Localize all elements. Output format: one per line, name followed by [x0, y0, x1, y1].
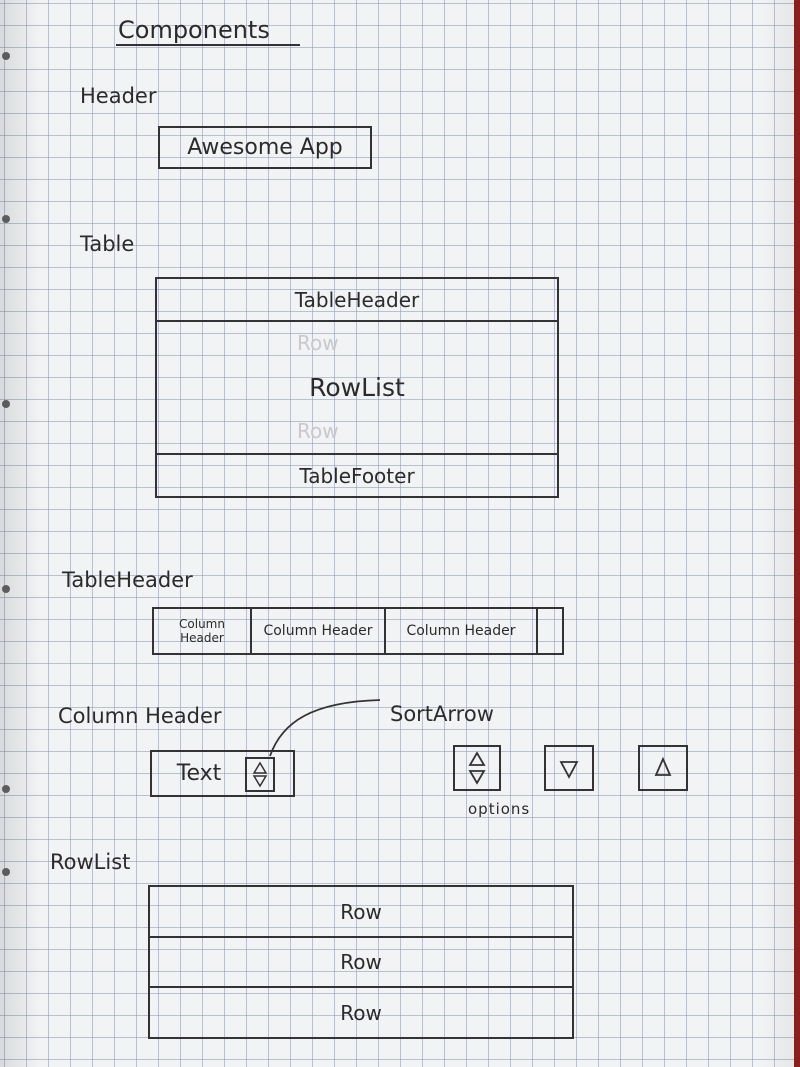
table-footer-divider — [157, 453, 557, 455]
row-item: Row — [340, 950, 382, 974]
column-header-section-label: Column Header — [58, 704, 222, 728]
sort-option-both — [453, 745, 501, 791]
app-title: Awesome App — [187, 135, 343, 160]
column-divider — [250, 609, 252, 653]
binding-hole — [2, 400, 10, 408]
header-section-label: Header — [80, 84, 157, 108]
row-item: Row — [340, 900, 382, 924]
column-divider — [384, 609, 386, 653]
row-list-section-label: RowList — [50, 850, 131, 874]
table-component-box: TableHeader Row RowList Row TableFooter — [155, 277, 559, 498]
row-divider — [150, 936, 572, 938]
title-underline — [116, 44, 300, 46]
binding-hole — [2, 52, 10, 60]
column-header-component-box: Text — [150, 750, 295, 797]
sort-arrow-label: SortArrow — [390, 702, 494, 726]
erased-row-ghost: Row — [297, 419, 339, 443]
binding-hole — [2, 785, 10, 793]
binding-hole — [2, 868, 10, 876]
sort-up-icon — [654, 756, 672, 776]
sort-option-ascending — [638, 745, 688, 791]
binding-hole — [2, 585, 10, 593]
table-footer-region: TableFooter — [299, 463, 415, 488]
table-header-component-box: Column Header Column Header Column Heade… — [152, 607, 564, 655]
row-list-region: RowList — [309, 373, 405, 402]
row-list-component-box: Row Row Row — [148, 885, 574, 1039]
sort-both-icon — [252, 761, 268, 788]
connector-curve — [269, 699, 381, 757]
column-divider — [536, 609, 538, 653]
options-caption: options — [468, 800, 531, 818]
table-header-region: TableHeader — [294, 288, 420, 312]
column-header-cell: Column Header — [263, 623, 373, 639]
row-divider — [150, 986, 572, 988]
table-section-label: Table — [80, 232, 135, 256]
table-header-section-label: TableHeader — [62, 568, 193, 592]
page-title: Components — [118, 16, 270, 44]
sort-option-descending — [544, 745, 594, 791]
column-header-text: Text — [176, 761, 222, 786]
column-header-cell: Column Header — [179, 617, 225, 645]
row-item: Row — [340, 1000, 382, 1025]
header-component-box: Awesome App — [158, 126, 372, 169]
sort-arrow-box — [245, 757, 275, 792]
sort-down-icon — [559, 761, 579, 779]
erased-row-ghost: Row — [297, 331, 339, 355]
binding-hole — [2, 215, 10, 223]
sort-both-icon — [468, 751, 486, 785]
column-header-cell: Column Header — [406, 623, 516, 639]
table-header-divider — [157, 320, 557, 322]
notebook-edge — [794, 0, 800, 1067]
